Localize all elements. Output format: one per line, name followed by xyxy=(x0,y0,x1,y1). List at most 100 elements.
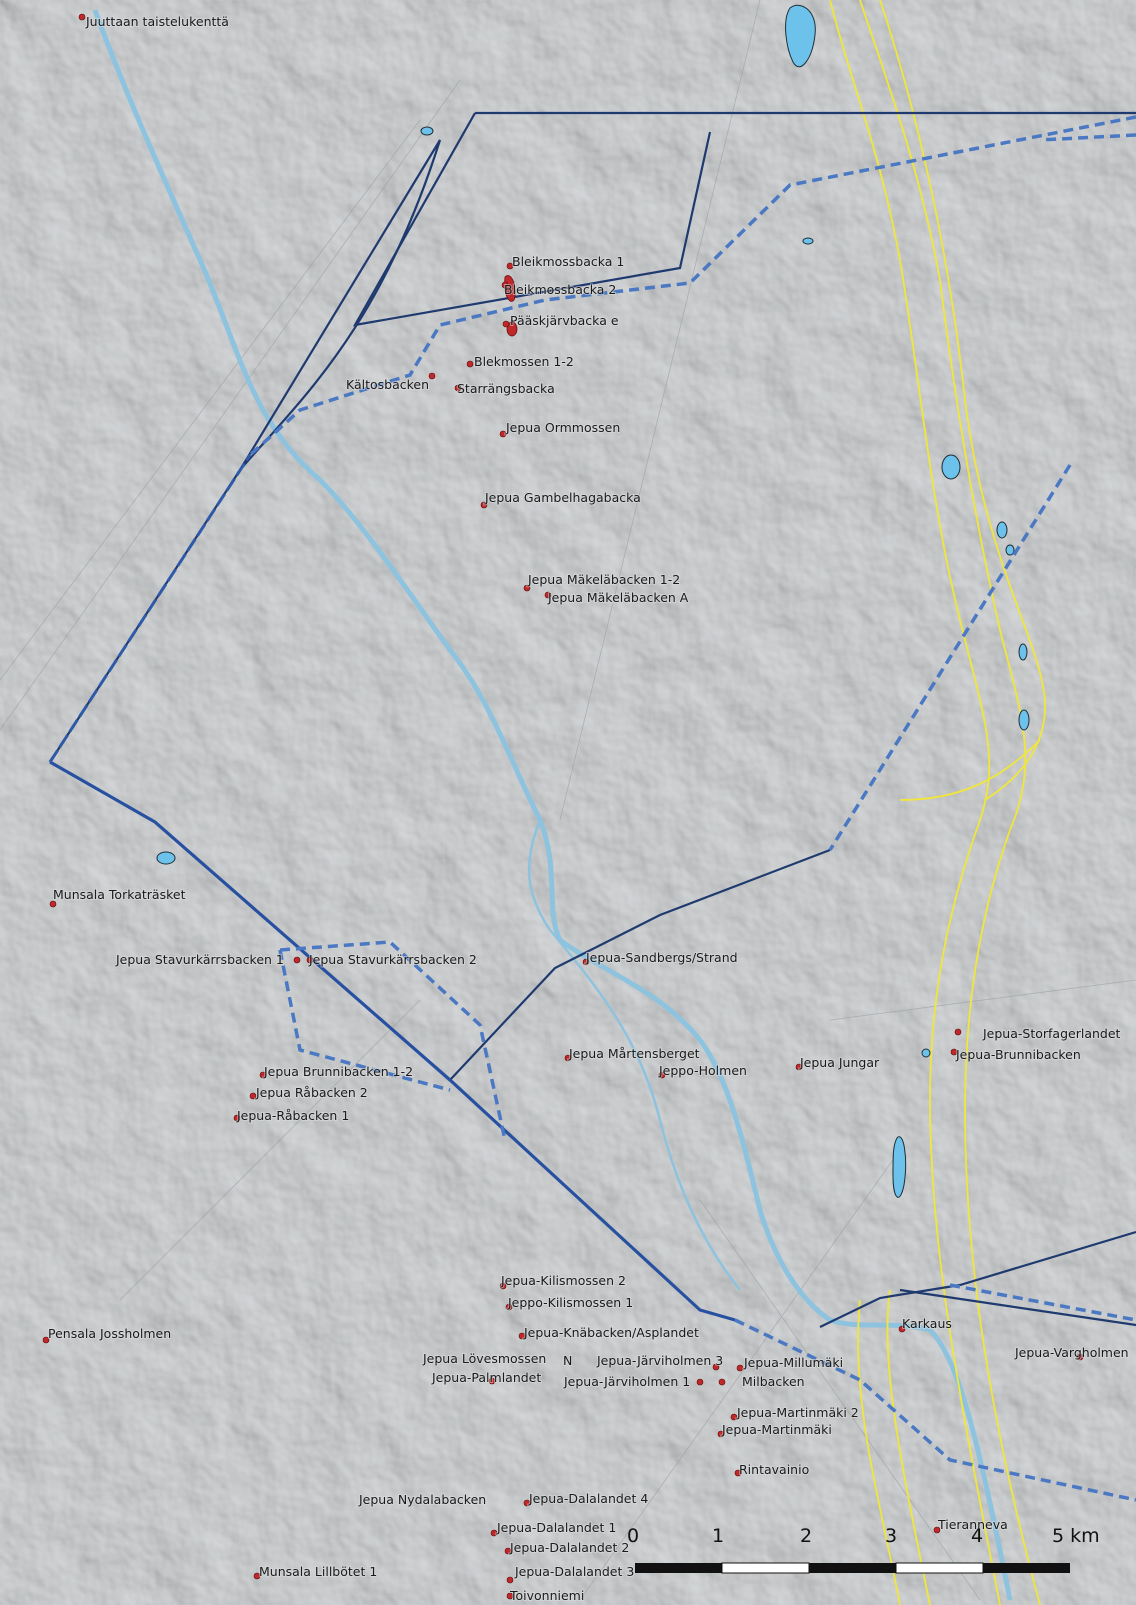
site-marker[interactable] xyxy=(734,1469,742,1477)
site-marker[interactable] xyxy=(1076,1353,1084,1361)
site-marker[interactable] xyxy=(954,1028,962,1036)
site-marker[interactable] xyxy=(505,1303,513,1311)
site-marker[interactable] xyxy=(730,1413,738,1421)
place-p39[interactable]: Rintavainio xyxy=(734,1461,810,1478)
place-p12[interactable]: Munsala Torkaträsket xyxy=(49,886,187,908)
place-p11[interactable]: Jepua Mäkeläbacken A xyxy=(544,589,690,606)
place-p4[interactable]: Pääskjärvbacka e xyxy=(502,312,620,329)
place-p30[interactable]: Jepua Lövesmossen xyxy=(421,1350,547,1367)
site-marker[interactable] xyxy=(259,1071,267,1079)
place-p33[interactable]: Jepua-Millumäki xyxy=(736,1354,844,1372)
place-label: N xyxy=(563,1353,572,1368)
place-p9[interactable]: Jepua Gambelhagabacka xyxy=(480,489,642,509)
site-marker[interactable] xyxy=(233,1114,241,1122)
place-p44[interactable]: Jepua-Dalalandet 2 xyxy=(504,1539,630,1556)
site-marker[interactable] xyxy=(306,956,314,964)
place-p25[interactable]: Jeppo-Kilismossen 1 xyxy=(505,1294,634,1311)
place-p35[interactable]: Jepua-Järviholmen 1 xyxy=(562,1373,704,1390)
site-marker[interactable] xyxy=(717,1430,725,1438)
place-p42[interactable]: Jepua-Dalalandet 1 xyxy=(490,1519,617,1537)
site-marker[interactable] xyxy=(950,1048,958,1056)
site-marker[interactable] xyxy=(466,360,474,368)
place-label: Jepua-Palmlandet xyxy=(431,1370,541,1385)
site-marker[interactable] xyxy=(293,956,301,964)
place-p6[interactable]: Kältosbacken xyxy=(345,372,436,393)
site-marker[interactable] xyxy=(78,13,86,21)
site-marker[interactable] xyxy=(564,1054,572,1062)
place-p38[interactable]: Jepua-Martinmäki xyxy=(717,1421,833,1438)
place-p41[interactable]: Jepua-Dalalandet 4 xyxy=(523,1490,649,1507)
site-marker[interactable] xyxy=(696,1378,704,1386)
site-marker[interactable] xyxy=(253,1572,261,1580)
site-marker[interactable] xyxy=(712,1363,720,1371)
site-marker[interactable] xyxy=(499,430,507,438)
place-p18[interactable]: Jepua Mårtensberget xyxy=(564,1045,701,1062)
site-marker[interactable] xyxy=(499,1282,507,1290)
place-p16[interactable]: Jepua-Storfagerlandet xyxy=(954,1025,1122,1042)
site-marker[interactable] xyxy=(582,958,590,966)
site-marker[interactable] xyxy=(718,1378,726,1386)
place-p27[interactable]: Jepua-Knäbacken/Asplandet xyxy=(518,1324,700,1341)
place-p14[interactable]: Jepua Stavurkärrsbacken 2 xyxy=(306,951,478,968)
place-p8[interactable]: Jepua Ormmossen xyxy=(499,419,621,438)
place-p45[interactable]: Munsala Lillbötet 1 xyxy=(253,1563,378,1580)
site-marker[interactable] xyxy=(454,384,462,392)
site-marker[interactable] xyxy=(490,1529,498,1537)
place-p15[interactable]: Jepua-Sandbergs/Strand xyxy=(582,949,739,966)
place-p31[interactable]: N xyxy=(562,1352,573,1369)
place-p2[interactable]: Bleikmossbacka 1 xyxy=(506,253,625,270)
place-p46[interactable]: Jepua-Dalalandet 3 xyxy=(506,1563,635,1584)
site-marker[interactable] xyxy=(42,1336,50,1344)
place-p28[interactable]: Karkaus xyxy=(898,1315,953,1333)
site-marker[interactable] xyxy=(501,281,509,289)
site-marker[interactable] xyxy=(480,501,488,509)
site-marker[interactable] xyxy=(933,1526,941,1534)
place-p22[interactable]: Jepua Råbacken 2 xyxy=(249,1084,369,1101)
place-p13[interactable]: Jepua Stavurkärrsbacken 1 xyxy=(114,951,301,968)
place-p21[interactable]: Jepua Brunnibacken 1-2 xyxy=(259,1063,414,1080)
site-marker[interactable] xyxy=(249,1092,257,1100)
place-p10[interactable]: Jepua Mäkeläbacken 1-2 xyxy=(523,571,681,592)
place-p17[interactable]: Jepua-Brunnibacken xyxy=(950,1046,1082,1063)
site-marker[interactable] xyxy=(428,372,436,380)
site-marker[interactable] xyxy=(488,1377,496,1385)
site-marker[interactable] xyxy=(502,320,510,328)
river-main xyxy=(92,9,1013,1601)
place-p3[interactable]: Bleikmossbacka 2 xyxy=(501,281,617,298)
site-marker[interactable] xyxy=(658,1071,666,1079)
site-marker[interactable] xyxy=(523,584,531,592)
site-marker[interactable] xyxy=(898,1325,906,1333)
place-label: Jepua Stavurkärrsbacken 2 xyxy=(308,952,477,967)
place-label: Jepua Lövesmossen xyxy=(422,1351,546,1366)
place-p24[interactable]: Jepua-Kilismossen 2 xyxy=(499,1272,627,1290)
place-p23[interactable]: Jepua-Råbacken 1 xyxy=(233,1107,350,1124)
site-marker[interactable] xyxy=(504,1547,512,1555)
place-p32[interactable]: Jepua-Järviholmen 3 xyxy=(595,1352,724,1371)
place-p29[interactable]: Jepua-Vargholmen xyxy=(1013,1344,1130,1361)
place-p36[interactable]: Milbacken xyxy=(718,1373,806,1390)
place-p34[interactable]: Jepua-Palmlandet xyxy=(430,1369,542,1386)
site-marker[interactable] xyxy=(523,1499,531,1507)
place-p7[interactable]: Starrängsbacka xyxy=(454,380,556,397)
place-p26[interactable]: Pensala Jossholmen xyxy=(42,1325,172,1344)
place-p1[interactable]: Juuttaan taistelukenttä xyxy=(78,13,230,30)
place-p20[interactable]: Jepua Jungar xyxy=(795,1054,881,1071)
place-label: Jepua Ormmossen xyxy=(505,420,620,435)
site-marker[interactable] xyxy=(506,1592,514,1600)
site-marker[interactable] xyxy=(506,262,514,270)
place-label: Jeppo-Kilismossen 1 xyxy=(507,1295,633,1310)
site-marker[interactable] xyxy=(736,1364,744,1372)
place-p37[interactable]: Jepua-Martinmäki 2 xyxy=(730,1404,860,1421)
place-p5[interactable]: Blekmossen 1-2 xyxy=(466,353,575,370)
site-marker[interactable] xyxy=(49,900,57,908)
place-p40[interactable]: Jepua Nydalabacken xyxy=(357,1491,487,1508)
place-p19[interactable]: Jeppo-Holmen xyxy=(657,1062,748,1079)
site-marker[interactable] xyxy=(544,591,552,599)
place-p43[interactable]: Tieranneva xyxy=(933,1516,1009,1534)
site-marker[interactable] xyxy=(795,1063,803,1071)
place-label: Bleikmossbacka 2 xyxy=(504,282,616,297)
site-marker[interactable] xyxy=(506,1576,514,1584)
place-p47[interactable]: Toivonniemi xyxy=(506,1587,585,1604)
site-marker[interactable] xyxy=(518,1332,526,1340)
